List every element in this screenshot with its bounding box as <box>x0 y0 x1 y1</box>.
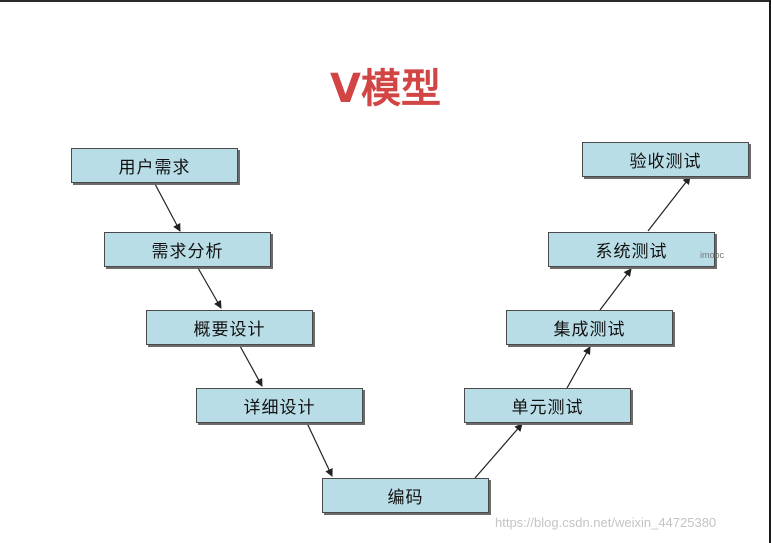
arrow-unit-to-integration <box>566 346 591 389</box>
diagram-title: V模型 <box>330 66 441 112</box>
side-text: imooc <box>700 250 725 260</box>
arrow-analysis-to-hld <box>197 267 222 309</box>
arrow-coding-to-unit <box>474 423 523 479</box>
box-system-testing-label: 系统测试 <box>595 242 668 262</box>
arrow-dd-to-coding <box>306 422 333 477</box>
arrow-user-to-analysis <box>154 183 181 232</box>
box-system-testing: 系统测试 <box>548 232 715 267</box>
box-requirements-analysis-label: 需求分析 <box>151 242 224 262</box>
box-acceptance-testing-label: 验收测试 <box>629 152 702 172</box>
box-detailed-design-label: 详细设计 <box>243 398 316 418</box>
watermark-url: https://blog.csdn.net/weixin_44725380 <box>495 515 717 530</box>
top-border <box>0 0 771 2</box>
box-coding: 编码 <box>322 478 489 513</box>
box-unit-testing: 单元测试 <box>464 388 631 423</box>
box-integration-testing-label: 集成测试 <box>553 320 626 340</box>
arrow-hld-to-dd <box>239 345 263 387</box>
box-high-level-design: 概要设计 <box>146 310 313 345</box>
box-integration-testing: 集成测试 <box>506 310 673 345</box>
arrow-integration-to-system <box>599 268 632 311</box>
box-high-level-design-label: 概要设计 <box>193 320 266 340</box>
right-border <box>769 0 771 543</box>
box-coding-label: 编码 <box>387 488 424 508</box>
box-requirements-analysis: 需求分析 <box>104 232 271 267</box>
box-user-requirements-label: 用户需求 <box>118 158 191 178</box>
arrow-system-to-acceptance <box>647 176 691 232</box>
box-detailed-design: 详细设计 <box>196 388 363 423</box>
box-user-requirements: 用户需求 <box>71 148 238 183</box>
box-unit-testing-label: 单元测试 <box>511 398 584 418</box>
box-acceptance-testing: 验收测试 <box>582 142 749 177</box>
